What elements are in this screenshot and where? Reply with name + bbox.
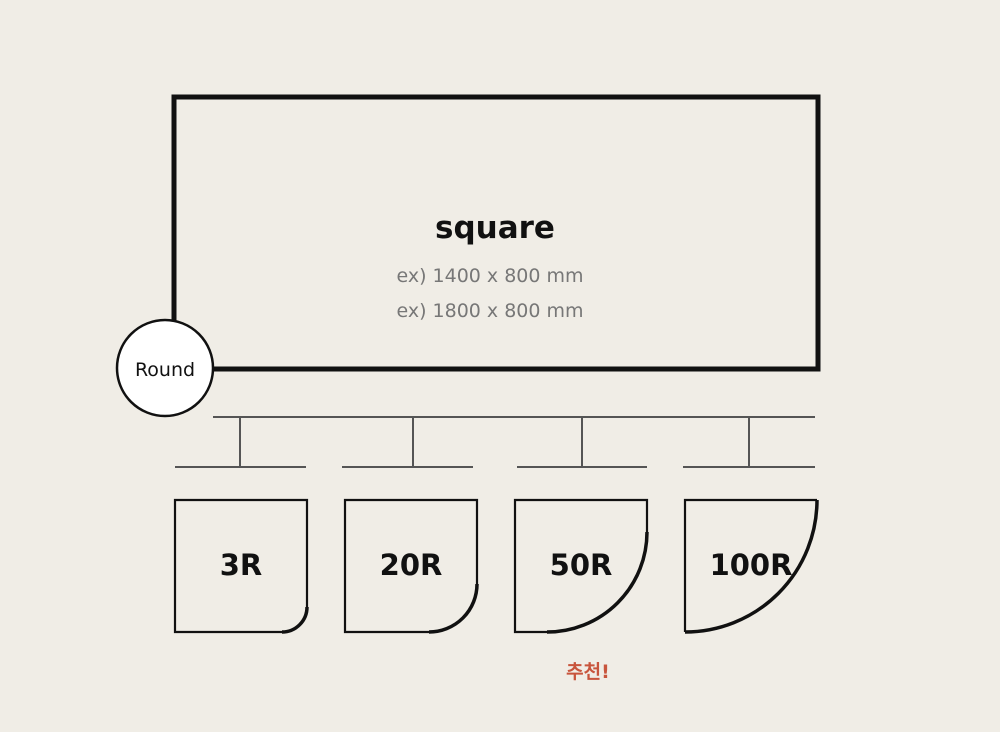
rounded-corner-arc [684, 499, 819, 634]
corner-option-2: 20R [343, 498, 479, 634]
option-box-outline [343, 498, 479, 634]
rounded-corner-arc [281, 606, 309, 634]
option-label: 100R [710, 548, 793, 582]
option-box-outline [173, 498, 309, 634]
round-corner-circle [115, 318, 215, 418]
option-label: 3R [220, 548, 263, 582]
option-label: 20R [380, 548, 443, 582]
recommend-label: 추천! [566, 661, 610, 683]
corner-option-3: 50R [513, 498, 649, 634]
example-size-2: ex) 1800 x 800 mm [396, 300, 583, 322]
rounded-corner-arc [428, 583, 479, 634]
corner-option-1: 3R [173, 498, 309, 634]
rounded-corner-arc [546, 531, 649, 634]
option-label: 50R [550, 548, 613, 582]
example-size-1: ex) 1400 x 800 mm [396, 265, 583, 287]
connector-lines [175, 416, 815, 468]
option-box-outline [683, 498, 817, 632]
square-table-outline [171, 94, 821, 372]
option-box-outline [513, 498, 649, 634]
corner-option-4: 100R [683, 498, 819, 634]
round-label: Round [135, 359, 195, 381]
square-title: square [435, 210, 555, 246]
